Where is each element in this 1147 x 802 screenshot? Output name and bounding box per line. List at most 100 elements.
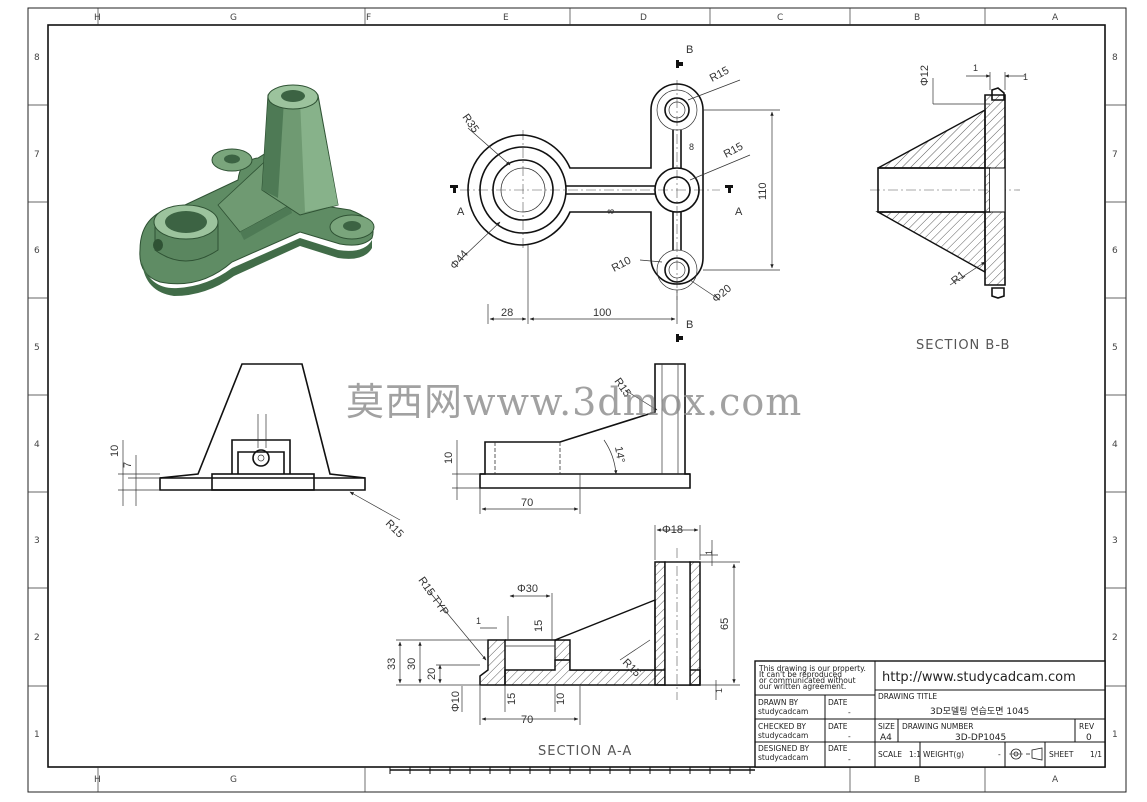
sheet-frame <box>27 7 1127 793</box>
zone-row-2-right: 2 <box>1112 633 1118 643</box>
dim-front-7: 7 <box>122 462 134 468</box>
drawn-by-label: DRAWN BY <box>758 698 799 707</box>
dim-aa-15: 15 <box>533 620 545 632</box>
dim-110: 110 <box>757 182 769 200</box>
zone-labels-bottom: H G B A <box>94 775 1059 785</box>
zone-row-3: 3 <box>34 536 40 546</box>
zone-row-6-right: 6 <box>1112 246 1118 256</box>
section-aa-view: Φ18 1 65 Φ30 R15 TYP 1 15 R15 33 30 20 Φ… <box>386 524 740 759</box>
drawing-number-label: DRAWING NUMBER <box>902 722 974 731</box>
date-value-2: - <box>848 732 851 741</box>
zone-row-5-right: 5 <box>1112 343 1118 353</box>
dim-aa-phi10: Φ10 <box>450 691 462 712</box>
dim-side-10: 10 <box>443 452 455 464</box>
dim-aa-70: 70 <box>521 714 533 726</box>
section-mark-a-left: A <box>457 206 465 218</box>
zone-labels-top: H G F E D C B A <box>94 13 1059 23</box>
rev-value: 0 <box>1086 733 1092 743</box>
zone-row-4-right: 4 <box>1112 440 1118 450</box>
section-mark-b-top: B <box>686 44 693 56</box>
dim-side-70: 70 <box>521 497 533 509</box>
dim-aa-1-bottom: 1 <box>714 688 724 693</box>
zone-row-5: 5 <box>34 343 40 353</box>
zone-row-6: 6 <box>34 246 40 256</box>
date-label-1: DATE <box>828 698 848 707</box>
dim-phi20: Φ20 <box>710 283 734 306</box>
zone-col-h-bottom: H <box>94 775 101 785</box>
dim-aa-20: 20 <box>426 668 438 680</box>
top-view: B B A A R15 R35 R15 Φ44 R10 Φ20 8 8 110 … <box>448 44 780 342</box>
projection-symbol-icon <box>1009 747 1043 761</box>
zone-labels-right: 8 7 6 5 4 3 2 1 <box>1112 53 1118 740</box>
dim-1-left: 1 <box>973 63 978 73</box>
date-value-1: - <box>848 708 851 717</box>
dim-aa-phi18: Φ18 <box>662 524 683 536</box>
dim-aa-65: 65 <box>719 618 731 630</box>
zone-col-a-bottom: A <box>1052 775 1059 785</box>
designed-by-value: studycadcam <box>758 753 808 762</box>
weight-label: WEIGHT(g) <box>923 750 964 759</box>
dim-1-right: 1 <box>1023 72 1028 82</box>
notice-line-4: our written agreement. <box>759 682 846 691</box>
zone-row-8: 8 <box>34 53 40 63</box>
zone-row-1: 1 <box>34 730 40 740</box>
watermark-text: 莫西网www.3dmox.com <box>346 380 802 424</box>
zone-col-h: H <box>94 13 101 23</box>
dim-aa-10: 10 <box>555 693 567 705</box>
zone-col-e: E <box>503 13 509 23</box>
zone-col-g-bottom: G <box>230 775 237 785</box>
zone-row-8-right: 8 <box>1112 53 1118 63</box>
notice-line-2: It can't be reproduced <box>759 670 842 679</box>
dim-front-r15: R15 <box>383 518 406 541</box>
size-label: SIZE <box>878 722 895 731</box>
dim-100: 100 <box>593 307 611 319</box>
zone-col-b: B <box>914 13 920 23</box>
date-label-3: DATE <box>828 744 848 753</box>
section-aa-title: SECTION A-A <box>538 744 632 759</box>
dim-aa-33: 33 <box>386 658 398 670</box>
weight-value: - <box>998 750 1001 759</box>
dim-8-top: 8 <box>689 142 694 152</box>
scale-label: SCALE <box>878 750 902 759</box>
date-label-2: DATE <box>828 722 848 731</box>
title-block: This drawing is our property. It can't b… <box>754 660 1106 768</box>
dim-aa-30: 30 <box>406 658 418 670</box>
section-bb-view: Φ12 1 1 R1 SECTION B-B <box>870 63 1028 353</box>
dim-28: 28 <box>501 307 513 319</box>
size-value: A4 <box>880 733 892 743</box>
zone-row-3-right: 3 <box>1112 536 1118 546</box>
dim-phi12: Φ12 <box>919 65 931 86</box>
sheet-label: SHEET <box>1049 750 1074 759</box>
zone-col-c: C <box>777 13 783 23</box>
zone-col-a: A <box>1052 13 1059 23</box>
dim-r1: R1 <box>949 269 967 287</box>
section-mark-b-bottom: B <box>686 319 693 331</box>
zone-row-1-right: 1 <box>1112 730 1118 740</box>
zone-row-7: 7 <box>34 150 40 160</box>
dim-aa-phi30: Φ30 <box>517 583 538 595</box>
date-value-3: - <box>848 755 851 764</box>
dim-aa-1-top: 1 <box>704 550 714 555</box>
section-bb-title: SECTION B-B <box>916 338 1010 353</box>
drawing-title: 3D모델링 연습도면 1045 <box>930 705 1029 717</box>
zone-row-4: 4 <box>34 440 40 450</box>
zone-col-d: D <box>640 13 647 23</box>
checked-by-value: studycadcam <box>758 731 808 740</box>
company-url: http://www.studycadcam.com <box>882 670 1076 685</box>
checked-by-label: CHECKED BY <box>758 722 806 731</box>
dim-r10: R10 <box>610 255 633 275</box>
rev-label: REV <box>1079 722 1095 731</box>
drawing-number-value: 3D-DP1045 <box>955 733 1006 743</box>
zone-labels-left: 8 7 6 5 4 3 2 1 <box>34 53 40 740</box>
dim-front-10: 10 <box>109 445 121 457</box>
zone-row-7-right: 7 <box>1112 150 1118 160</box>
notice-line-1: This drawing is our property. <box>758 664 866 673</box>
zone-col-b-bottom: B <box>914 775 920 785</box>
zone-row-2: 2 <box>34 633 40 643</box>
dim-phi44: Φ44 <box>448 248 471 272</box>
dim-r35: R35 <box>460 112 481 135</box>
dim-side-angle: 14° <box>612 445 627 463</box>
dim-aa-r15typ: R15 TYP <box>416 575 451 618</box>
scale-value: 1:1 <box>909 750 921 759</box>
